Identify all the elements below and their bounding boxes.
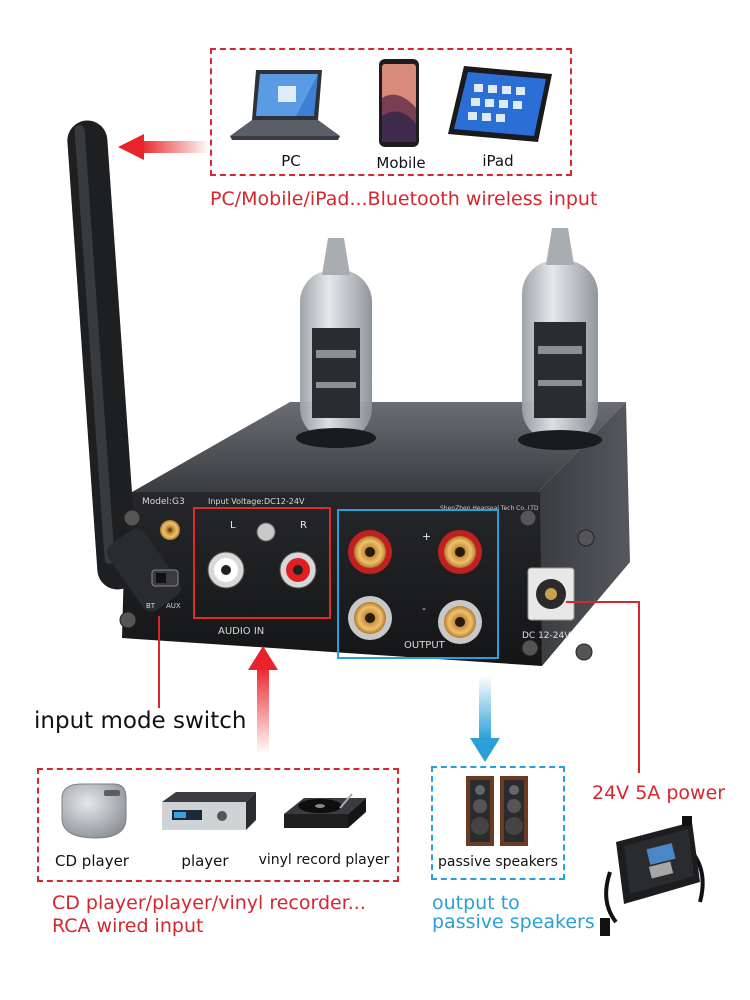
output-caption-line1: output to — [432, 892, 520, 914]
amp-front-panel — [122, 492, 542, 666]
bluetooth-sources-box — [210, 48, 572, 176]
power-pointer-line-h — [566, 601, 640, 603]
speaker-terminal-4 — [438, 600, 482, 644]
speaker-terminal-3 — [348, 596, 392, 640]
tube-amplifier-image: Model:G3 Input Voltage:DC12-24V ShenZhen… — [67, 120, 630, 666]
pc-label: PC — [281, 152, 301, 170]
vacuum-tube-right — [518, 228, 602, 450]
dc-label: DC 12-24V — [522, 631, 571, 641]
mobile-phone-image — [379, 59, 419, 147]
output-label: OUTPUT — [404, 640, 446, 651]
laptop-image — [230, 70, 340, 140]
minus-label: - — [422, 602, 426, 615]
aux-label: AUX — [166, 602, 181, 610]
player-label: player — [181, 852, 229, 870]
right-channel-label: R — [300, 520, 307, 531]
arrow-left-icon — [118, 134, 210, 160]
vinyl-player-image — [284, 793, 366, 828]
input-mode-switch-label: input mode switch — [34, 708, 247, 734]
bluetooth-antenna — [67, 120, 182, 612]
audio-in-highlight — [193, 507, 331, 619]
rca-left-jack — [207, 551, 245, 589]
tablet-image — [448, 66, 552, 142]
mobile-label: Mobile — [376, 154, 426, 172]
input-voltage-text: Input Voltage:DC12-24V — [208, 497, 305, 506]
vinyl-player-label: vinyl record player — [258, 852, 390, 868]
arrow-down-icon — [470, 676, 500, 762]
power-adapter-image — [600, 816, 705, 936]
power-label: 24V 5A power — [592, 782, 726, 804]
speakers-label: passive speakers — [438, 854, 558, 870]
wired-input-caption-line1: CD player/player/vinyl recorder... — [52, 892, 366, 914]
power-pointer-line-v — [638, 601, 640, 773]
bluetooth-input-caption: PC/Mobile/iPad...Bluetooth wireless inpu… — [210, 188, 598, 210]
media-player-image — [162, 792, 256, 830]
plus-label: + — [422, 530, 431, 543]
speakers-box — [431, 766, 565, 880]
amp-top-panel — [132, 402, 626, 492]
maker-text: ShenZhen Hearseal Tech Co.,LTD — [440, 505, 539, 512]
cd-player-label: CD player — [55, 852, 129, 870]
panel-screws — [119, 509, 595, 661]
left-channel-label: L — [230, 520, 236, 531]
wired-sources-box — [37, 768, 399, 882]
output-highlight — [337, 509, 499, 659]
speaker-terminal-1 — [348, 530, 392, 574]
bt-label: BT — [146, 602, 156, 610]
cd-player-image — [61, 783, 127, 839]
speaker-terminal-2 — [438, 530, 482, 574]
ipad-label: iPad — [482, 152, 514, 170]
input-mode-pointer-line — [158, 616, 160, 708]
vacuum-tube-left — [296, 238, 376, 448]
model-text: Model:G3 — [142, 497, 185, 507]
wired-input-caption-line2: RCA wired input — [52, 915, 204, 937]
output-caption-line2: passive speakers — [432, 911, 595, 933]
arrow-up-icon — [248, 646, 278, 754]
rca-right-jack — [279, 551, 317, 589]
audio-in-label: AUDIO IN — [218, 626, 264, 637]
speakers-image — [466, 776, 528, 846]
